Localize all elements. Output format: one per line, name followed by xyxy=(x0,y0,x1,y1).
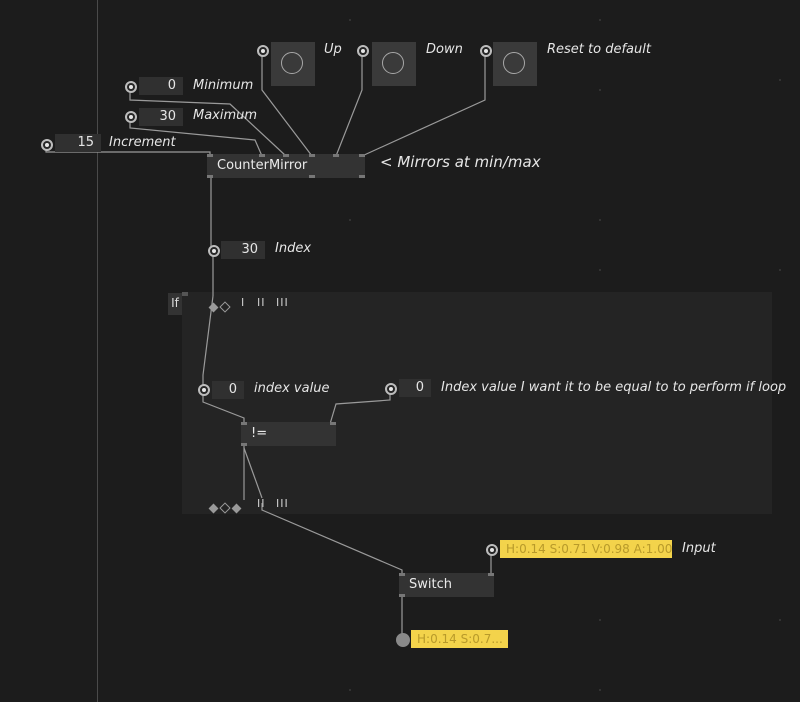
if-region[interactable] xyxy=(182,292,772,514)
color-input-label: Input xyxy=(682,541,716,556)
index-value-label: index value xyxy=(254,381,330,396)
outlet[interactable] xyxy=(359,175,365,178)
increment-input[interactable]: 15 xyxy=(55,134,101,152)
target-value-input[interactable]: 0 xyxy=(399,379,431,397)
reset-bang-button[interactable] xyxy=(493,42,537,86)
index-pin[interactable] xyxy=(208,245,220,257)
bang-circle-icon xyxy=(382,52,404,74)
outlet[interactable] xyxy=(309,175,315,178)
switch-node[interactable]: Switch xyxy=(399,573,494,597)
switch-title: Switch xyxy=(409,577,452,592)
inlet[interactable] xyxy=(259,154,265,157)
maximum-input[interactable]: 30 xyxy=(139,108,183,126)
reset-bang-pin[interactable] xyxy=(480,45,492,57)
not-equal-outlet[interactable] xyxy=(241,443,247,446)
index-output[interactable]: 30 xyxy=(221,241,265,259)
minimum-pin[interactable] xyxy=(125,81,137,93)
if-bottom-ctrl-2[interactable]: II xyxy=(257,497,266,510)
switch-inlet-left[interactable] xyxy=(399,573,405,576)
increment-label: Increment xyxy=(109,135,176,150)
inlet[interactable] xyxy=(309,154,315,157)
if-region-title[interactable]: If xyxy=(168,293,182,315)
if-bottom-ctrl-3[interactable]: III xyxy=(276,497,289,510)
color-input-box[interactable]: H:0.14 S:0.71 V:0.98 A:1.00 xyxy=(500,540,672,558)
color-output-box[interactable]: H:0.14 S:0.7... xyxy=(411,630,508,648)
index-value-pin[interactable] xyxy=(198,384,210,396)
index-value-input[interactable]: 0 xyxy=(212,381,244,399)
maximum-label: Maximum xyxy=(193,108,258,123)
counter-mirror-title: CounterMirror xyxy=(217,158,308,173)
maximum-pin[interactable] xyxy=(125,111,137,123)
minimum-input[interactable]: 0 xyxy=(139,77,183,95)
switch-outlet[interactable] xyxy=(399,594,405,597)
up-label: Up xyxy=(324,42,342,57)
up-bang-button[interactable] xyxy=(271,42,315,86)
if-top-ctrl-1[interactable]: I xyxy=(241,296,246,309)
reset-label: Reset to default xyxy=(547,42,651,57)
if-top-ctrl-3[interactable]: III xyxy=(276,296,289,309)
counter-mirror-outlets xyxy=(207,175,365,178)
color-input-pin[interactable] xyxy=(486,544,498,556)
up-bang-pin[interactable] xyxy=(257,45,269,57)
bang-circle-icon xyxy=(281,52,303,74)
counter-comment: < Mirrors at min/max xyxy=(380,153,541,171)
inlet[interactable] xyxy=(333,154,339,157)
increment-pin[interactable] xyxy=(41,139,53,151)
inlet[interactable] xyxy=(359,154,365,157)
inlet[interactable] xyxy=(207,154,213,157)
switch-inlet-right[interactable] xyxy=(488,573,494,576)
target-value-label: Index value I want it to be equal to to … xyxy=(441,380,787,395)
down-label: Down xyxy=(426,42,463,57)
target-value-pin[interactable] xyxy=(385,383,397,395)
outlet[interactable] xyxy=(207,175,213,178)
guide-line xyxy=(97,0,98,702)
inlet[interactable] xyxy=(283,154,289,157)
not-equal-node[interactable]: != xyxy=(241,422,336,446)
not-equal-title: != xyxy=(251,426,268,441)
down-bang-button[interactable] xyxy=(372,42,416,86)
if-region-corner xyxy=(182,292,188,296)
counter-mirror-node[interactable]: CounterMirror xyxy=(207,154,365,178)
counter-mirror-inlets xyxy=(207,154,365,157)
index-label: Index xyxy=(275,241,312,256)
bang-circle-icon xyxy=(503,52,525,74)
if-top-ctrl-2[interactable]: II xyxy=(257,296,266,309)
not-equal-inlet-right[interactable] xyxy=(330,422,336,425)
not-equal-inlet-left[interactable] xyxy=(241,422,247,425)
down-bang-pin[interactable] xyxy=(357,45,369,57)
minimum-label: Minimum xyxy=(193,78,254,93)
color-output-pin[interactable] xyxy=(396,633,410,647)
